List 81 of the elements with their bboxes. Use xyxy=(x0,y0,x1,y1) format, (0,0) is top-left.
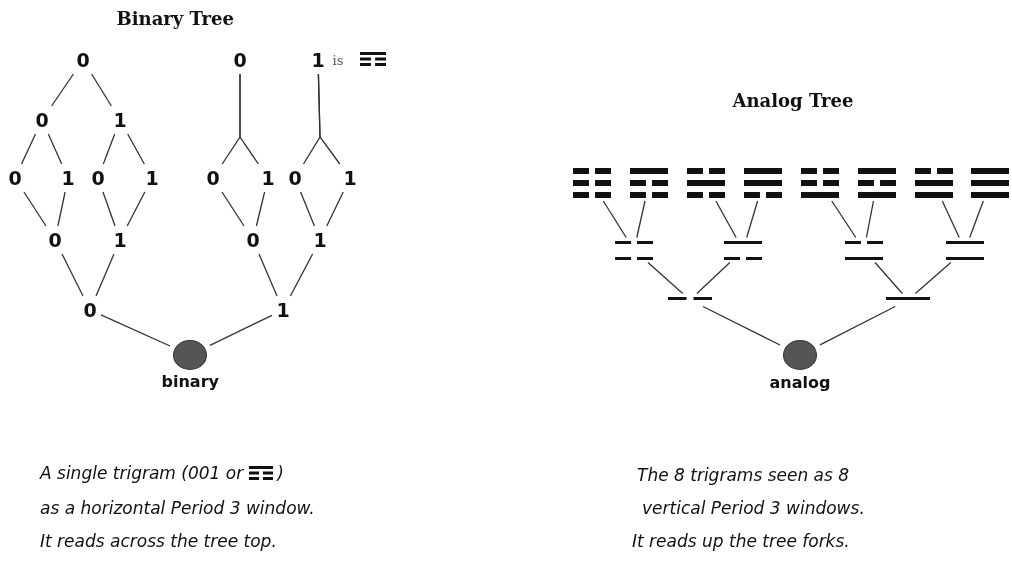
caption-text: as a horizontal Period 3 window. xyxy=(40,498,315,518)
connector-line xyxy=(969,200,984,239)
bit-digit: 0 xyxy=(287,167,303,189)
connector-line xyxy=(20,133,37,165)
connector-line xyxy=(102,133,116,165)
connector-line xyxy=(100,314,171,347)
connector-line xyxy=(47,133,63,165)
connector-line xyxy=(941,200,960,239)
bigram-icon xyxy=(615,240,653,260)
connector-line xyxy=(90,73,113,107)
bigram-icon xyxy=(724,240,762,260)
bit-digit: 0 xyxy=(47,229,63,251)
root-circle xyxy=(783,340,817,370)
bit-digit: 1 xyxy=(112,109,128,131)
bit-digit: 0 xyxy=(75,49,91,71)
node-caption: binary xyxy=(161,372,219,391)
trigram-icon xyxy=(630,168,668,198)
connector-line xyxy=(209,314,273,346)
bit-digit: 1 xyxy=(312,229,328,251)
connector-line xyxy=(239,73,260,165)
caption-text: A single trigram (001 or xyxy=(40,463,244,483)
connector-line xyxy=(326,191,344,227)
connector-line xyxy=(317,73,341,165)
caption-text: ) xyxy=(277,463,284,483)
caption-text: It reads up the tree forks. xyxy=(632,531,850,551)
connector-line xyxy=(221,191,245,227)
connector-line xyxy=(696,261,731,295)
trigram-icon xyxy=(744,168,782,198)
bit-digit: 0 xyxy=(82,299,98,321)
connector-line xyxy=(819,305,896,346)
root-circle xyxy=(173,340,207,370)
connector-line xyxy=(127,133,145,165)
connector-line xyxy=(126,191,146,227)
bit-digit: 1 xyxy=(112,229,128,251)
connector-line xyxy=(636,200,646,239)
connector-line xyxy=(715,200,737,239)
trigram-icon xyxy=(971,168,1009,198)
connector-line xyxy=(874,261,903,295)
bit-digit: 1 xyxy=(144,167,160,189)
bigram-icon xyxy=(845,240,883,260)
connector-line xyxy=(258,253,278,297)
trigram-icon xyxy=(801,168,839,198)
connector-line xyxy=(831,200,857,239)
connector-line xyxy=(255,191,266,227)
connector-line xyxy=(702,305,781,346)
bit-digit: 0 xyxy=(205,167,221,189)
connector-line xyxy=(95,253,115,297)
bit-digit: 1 xyxy=(342,167,358,189)
bit-digit: 0 xyxy=(245,229,261,251)
tree-heading: Analog Tree xyxy=(732,89,854,111)
connector-line xyxy=(865,200,875,239)
connector-line xyxy=(746,200,759,239)
bit-digit: 0 xyxy=(232,49,248,71)
trigram-icon xyxy=(915,168,953,198)
word-text: is xyxy=(332,52,344,68)
bit-digit: 1 xyxy=(60,167,76,189)
trigram-icon xyxy=(858,168,896,198)
tree-heading: Binary Tree xyxy=(116,7,234,29)
bit-digit: 0 xyxy=(90,167,106,189)
connector-line xyxy=(50,73,75,107)
bit-digit: 1 xyxy=(275,299,291,321)
bigram-icon xyxy=(946,240,984,260)
connector-line xyxy=(289,253,314,297)
connector-line xyxy=(647,261,684,295)
caption-text: The 8 trigrams seen as 8 xyxy=(637,465,850,485)
node-caption: analog xyxy=(769,373,831,392)
caption-text: vertical Period 3 windows. xyxy=(642,498,865,518)
connector-line xyxy=(61,253,84,297)
connector-line xyxy=(914,261,952,295)
trigram-icon xyxy=(687,168,725,198)
connector-line xyxy=(299,191,316,227)
connector-line xyxy=(23,191,47,227)
connector-line xyxy=(102,191,116,227)
bit-digit: 0 xyxy=(34,109,50,131)
trigram-icon xyxy=(573,168,611,198)
caption-text: It reads across the tree top. xyxy=(40,531,277,551)
bit-digit: 0 xyxy=(7,167,23,189)
connector-line xyxy=(57,191,66,227)
bit-digit: 1 xyxy=(310,49,326,71)
bit-digit: 1 xyxy=(260,167,276,189)
connector-line xyxy=(602,200,627,239)
